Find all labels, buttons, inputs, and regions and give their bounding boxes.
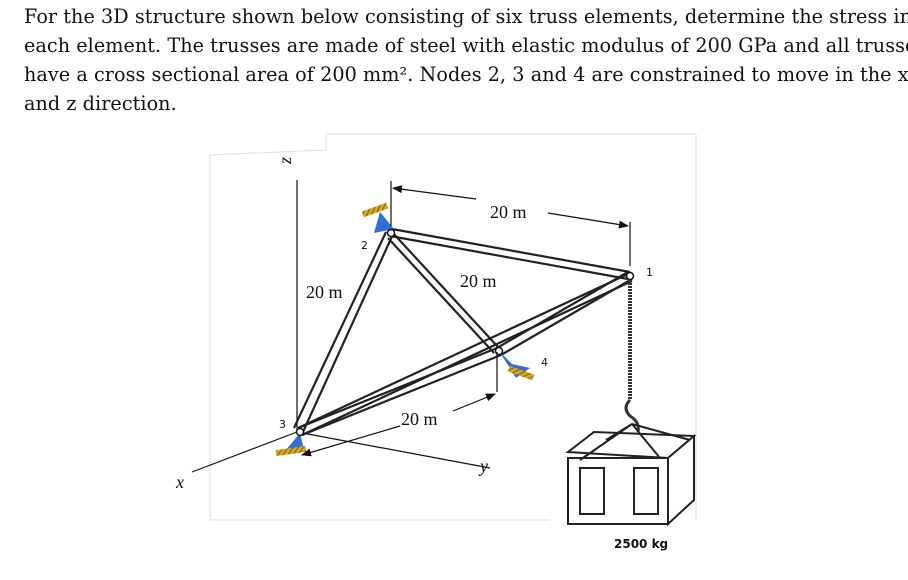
node-2-pin xyxy=(386,228,396,238)
background-frame xyxy=(209,133,697,521)
node-4-label: 4 xyxy=(541,356,548,369)
dim-top-label: 20 m xyxy=(490,202,527,222)
axes xyxy=(191,180,491,473)
dim-diagonal-label: 20 m xyxy=(460,271,497,291)
labels: z x y 20 m 20 m 20 m 20 m 1 2 3 4 2500 k… xyxy=(175,157,668,551)
axis-z-label: z xyxy=(275,157,295,165)
dim-bottom-label: 20 m xyxy=(401,409,438,429)
support-node-4 xyxy=(499,351,535,381)
member-2-3 xyxy=(293,231,396,435)
load-label: 2500 kg xyxy=(614,537,668,551)
x-axis xyxy=(191,431,298,473)
node-3-label: 3 xyxy=(279,418,286,431)
node-2-label: 2 xyxy=(361,239,368,252)
problem-line-1: For the 3D structure shown below consist… xyxy=(24,5,908,28)
load-box xyxy=(565,423,697,527)
problem-line-2: each element. The trusses are made of st… xyxy=(24,34,908,57)
crane-cable xyxy=(624,280,640,433)
node-3-pin xyxy=(295,427,305,437)
member-2-4 xyxy=(387,231,499,354)
problem-line-3: have a cross sectional area of 200 mm². … xyxy=(24,63,908,86)
axis-x-label: x xyxy=(175,472,184,492)
member-3-1 xyxy=(297,273,633,436)
node-1-pin xyxy=(625,271,635,281)
truss-members xyxy=(293,227,633,437)
node-1-label: 1 xyxy=(646,266,653,279)
problem-line-4: and z direction. xyxy=(24,92,177,115)
member-3-4 xyxy=(297,346,502,437)
member-2-1 xyxy=(389,227,631,281)
problem-statement: For the 3D structure shown below consist… xyxy=(24,2,908,118)
axis-y-label: y xyxy=(478,456,488,476)
dimension-top xyxy=(390,181,631,266)
y-axis xyxy=(296,431,491,469)
support-node-2 xyxy=(361,202,394,233)
support-node-3 xyxy=(275,433,307,457)
member-4-1 xyxy=(496,271,633,356)
dimension-bottom xyxy=(301,352,498,457)
dim-left-label: 20 m xyxy=(306,282,343,302)
